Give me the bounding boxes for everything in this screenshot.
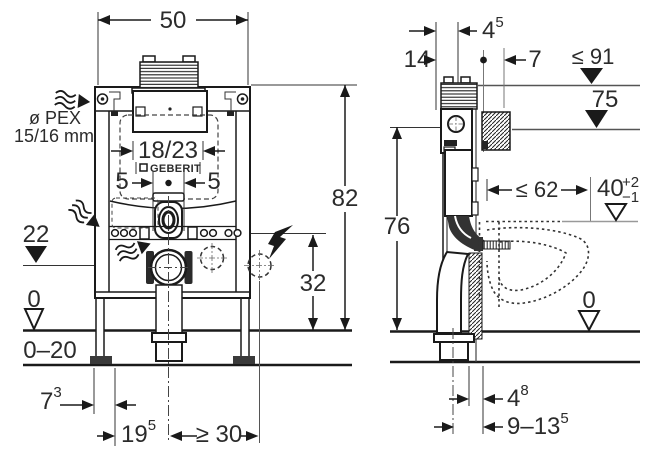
dim-width-top-label: 50 [160, 7, 187, 34]
dim-outlet-offset-label: 48 [507, 382, 529, 412]
corner-screw-right [236, 93, 249, 105]
center-dot [165, 179, 172, 187]
dim-seat-height-label: 40 [597, 175, 624, 202]
dim-tank-width: 18/23 [111, 137, 225, 164]
logo-square-icon [139, 163, 148, 172]
outlet-bend [146, 248, 193, 287]
flush-pipe-block [131, 55, 206, 94]
dim-outlet-range: 9–135 [434, 410, 569, 440]
wc-bowl-outline [478, 220, 590, 309]
level-marker-0-front: 0 [23, 286, 45, 332]
level-22-label: 22 [23, 221, 50, 248]
dim-frame-depth: 14 [404, 46, 436, 73]
dim-bolt-left-label: 5 [115, 168, 128, 195]
dim-pipe-offset-label: 195 [121, 417, 156, 448]
inspection-box [132, 90, 208, 133]
dim-foot-offset-label: 73 [40, 384, 62, 415]
dim-tank-width-label: 18/23 [138, 137, 198, 164]
dim-side-clearance: ≥ 30 [170, 421, 259, 448]
corner-screw-left [96, 93, 109, 105]
dim-outlet-offset: 48 [449, 382, 529, 412]
dim-front-offset-label: 7 [528, 46, 541, 73]
outlet-elbow-side [436, 250, 470, 334]
electrical-bolt-icon [268, 225, 293, 259]
dim-outlet-height-label: 32 [300, 270, 327, 297]
threaded-rod [474, 237, 511, 251]
pex-label-line1: ø PEX [29, 108, 81, 128]
level-0-side-label: 0 [582, 287, 595, 314]
foot-plate-right [233, 356, 255, 364]
brand-label: GEBERIT [150, 163, 201, 175]
mounting-band [109, 197, 242, 241]
dim-seat-height: 40 +2 −1 [597, 174, 639, 222]
floor-lines-side [390, 330, 640, 364]
dim-outlet-range-label: 9–135 [507, 410, 569, 440]
dim-height-76-label: 76 [384, 213, 411, 240]
dim-frame-height: 82 [332, 85, 359, 330]
wall-anchor-block [481, 111, 511, 151]
level-75-label: 75 [592, 86, 619, 113]
level-marker-22: 22 [23, 221, 50, 263]
dim-seat-height-sub: −1 [622, 189, 639, 206]
dim-top-offset: 45 [409, 14, 504, 44]
fill-valve-side [440, 108, 473, 154]
max-height-label: ≤ 91 [572, 44, 615, 69]
dim-front-offset: 7 [480, 46, 542, 73]
drain-socket-side [433, 333, 475, 361]
dim-pipe-offset: 195 [97, 417, 156, 448]
foot-plate-left [90, 356, 112, 364]
dim-foot-offset: 73 [40, 384, 136, 415]
dim-height-76: 76 [384, 127, 411, 330]
level-0-front-label: 0 [27, 286, 40, 313]
brand-logo: GEBERIT [135, 162, 201, 175]
dim-frame-height-label: 82 [332, 185, 359, 212]
pex-label-line2: 15/16 mm [14, 126, 94, 146]
dim-bolt-right-label: 5 [207, 168, 220, 195]
cistern-side [444, 149, 479, 217]
floor-lines-front [23, 329, 352, 367]
dim-side-clearance-label: ≥ 30 [196, 421, 243, 448]
dim-seat-height-sup: +2 [622, 174, 639, 191]
knockout-circle-2 [244, 250, 275, 281]
floor-range-label: 0–20 [23, 337, 76, 364]
dim-bowl-depth: ≤ 62 [487, 177, 588, 202]
side-view: 45 14 7 ≤ 91 75 [384, 14, 640, 440]
level-marker-75: 75 [585, 86, 618, 128]
dim-bowl-depth-label: ≤ 62 [516, 177, 559, 202]
wc-connector-seals [468, 252, 483, 340]
dim-top-offset-label: 45 [482, 14, 504, 44]
level-marker-0-side: 0 [577, 287, 601, 333]
front-view: 18/23 GEBERIT 5 5 [14, 7, 358, 448]
dim-width-top: 50 [98, 7, 248, 34]
knockout-circle-1 [197, 243, 227, 273]
flush-pipe-block-side [440, 76, 478, 110]
dim-outlet-height: 32 [300, 235, 327, 330]
level-marker-max-height: ≤ 91 [572, 44, 615, 84]
